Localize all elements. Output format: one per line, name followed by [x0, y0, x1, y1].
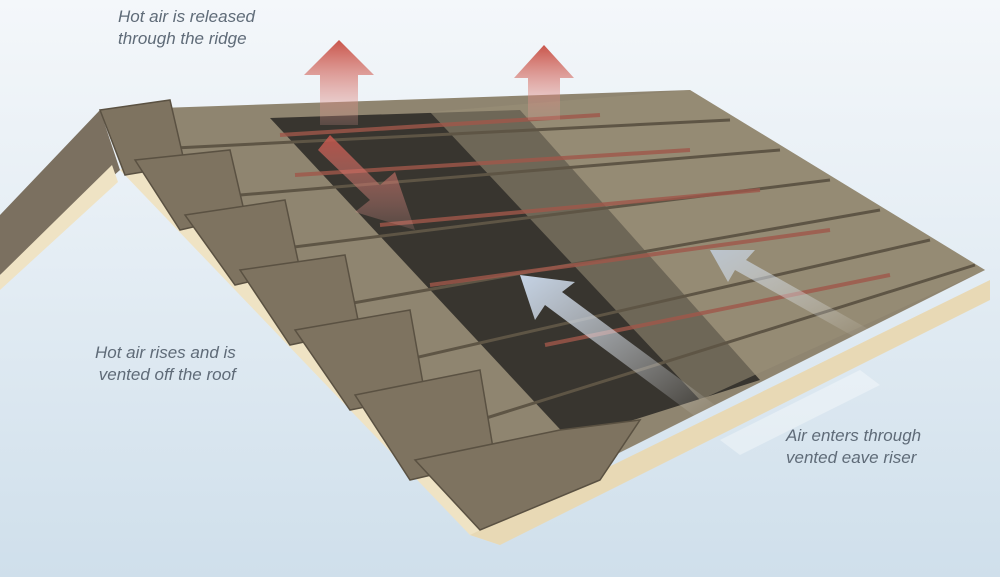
label-line: vented eave riser: [786, 448, 917, 467]
label-line: vented off the roof: [98, 365, 236, 384]
hot-air-arrow-up-icon: [304, 40, 574, 230]
label-line: through the ridge: [118, 29, 247, 48]
label-line: Hot air rises and is: [95, 343, 236, 362]
hot-air-rises-label: Hot air rises and is vented off the roof: [95, 342, 236, 386]
ridge-vent-label: Hot air is released through the ridge: [118, 6, 255, 50]
cool-air-arrow-icon: [520, 250, 880, 455]
left-gable-fascia: [0, 165, 118, 290]
label-line: Air enters through: [786, 426, 922, 445]
eave-riser-label: Air enters through vented eave riser: [786, 425, 921, 469]
label-line: Hot air is released: [118, 7, 256, 26]
left-gable-tiles: [0, 110, 120, 275]
edge-tiles: [98, 99, 642, 531]
